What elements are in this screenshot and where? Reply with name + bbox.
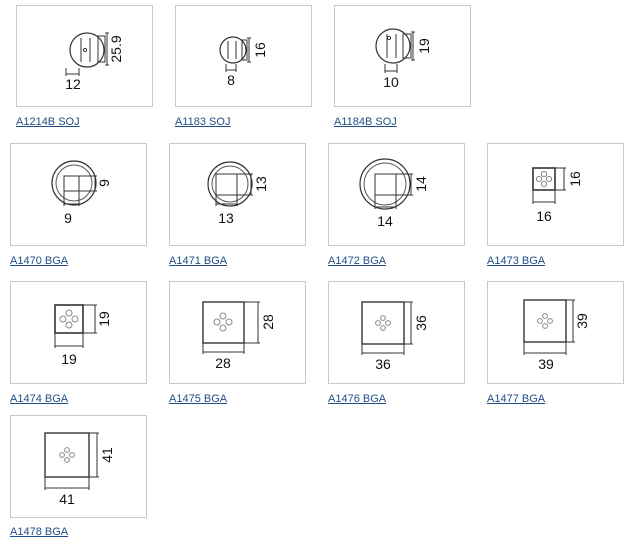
nozzle-diagram: 36 36 [361,301,429,372]
tip-link-a1471[interactable]: A1471 BGA [169,255,228,267]
height-dim: 39 [574,313,590,329]
tip-card: 41 41 A1478 BGA [10,415,147,542]
height-dim: 36 [413,315,429,331]
tip-card: 16 8 A1183 SOJ [175,5,312,135]
tip-drawing: 16 8 [175,5,312,107]
tip-link-a1472[interactable]: A1472 BGA [328,255,387,267]
height-dim: 41 [99,447,115,463]
nozzle-diagram: 28 28 [202,301,276,371]
tip-card: 36 36 A1476 BGA [328,281,465,411]
tip-card: 9 9 A1470 BGA [10,143,147,273]
tip-card: 19 10 A1184B SOJ [334,5,471,135]
height-dim: 19 [416,38,432,54]
nozzle-diagram: 14 14 [359,158,429,229]
height-dim: 19 [96,311,112,327]
tip-drawing: 25.9 12 [16,5,153,107]
tip-card: 19 19 A1474 BGA [10,281,147,411]
tip-drawing: 41 41 [10,415,147,518]
width-dim: 9 [64,210,72,226]
tip-link-a1473[interactable]: A1473 BGA [487,255,546,267]
nozzle-diagram: 9 9 [51,160,112,226]
tip-link-a1478[interactable]: A1478 BGA [10,526,69,538]
tip-card: 16 16 A1473 BGA [487,143,624,273]
tip-card: 13 13 A1471 BGA [169,143,306,273]
tip-drawing: 28 28 [169,281,306,384]
nozzle-diagram: 19 19 [54,304,112,367]
height-dim: 9 [96,179,112,187]
nozzle-diagram: 19 10 [375,28,432,90]
nozzle-diagram: 16 16 [532,167,583,224]
width-dim: 14 [377,213,393,229]
width-dim: 10 [383,74,399,90]
height-dim: 14 [413,176,429,192]
width-dim: 19 [61,351,77,367]
tip-drawing: 13 13 [169,143,306,246]
nozzle-diagram: 13 13 [207,161,269,226]
tip-link-a1470[interactable]: A1470 BGA [10,255,69,267]
tip-link-a1183[interactable]: A1183 SOJ [175,116,231,128]
tip-link-a1474[interactable]: A1474 BGA [10,393,69,405]
height-dim: 16 [252,42,268,58]
tip-card: 14 14 A1472 BGA [328,143,465,273]
nozzle-diagram: 25.9 12 [65,32,124,92]
tip-link-a1475[interactable]: A1475 BGA [169,393,228,405]
tip-link-a1214b[interactable]: A1214B SOJ [16,116,80,128]
width-dim: 13 [218,210,234,226]
tip-drawing: 16 16 [487,143,624,246]
nozzle-diagram: 39 39 [523,299,590,372]
width-dim: 12 [65,76,81,92]
tip-link-a1476[interactable]: A1476 BGA [328,393,387,405]
width-dim: 16 [536,208,552,224]
width-dim: 28 [215,355,231,371]
width-dim: 41 [59,491,75,507]
tip-drawing: 19 19 [10,281,147,384]
tip-card: 39 39 A1477 BGA [487,281,624,411]
tip-drawing: 36 36 [328,281,465,384]
tip-link-a1184b[interactable]: A1184B SOJ [334,116,397,128]
width-dim: 8 [227,72,235,88]
width-dim: 36 [375,356,391,372]
tip-drawing: 14 14 [328,143,465,246]
width-dim: 39 [538,356,554,372]
height-dim: 25.9 [108,35,124,62]
nozzle-diagram: 16 8 [219,36,268,88]
height-dim: 28 [260,314,276,330]
nozzle-diagram: 41 41 [44,432,115,507]
height-dim: 16 [567,171,583,187]
tip-drawing: 39 39 [487,281,624,384]
tip-drawing: 19 10 [334,5,471,107]
tip-card: 25.9 12 A1214B SOJ [16,5,153,135]
tip-link-a1477[interactable]: A1477 BGA [487,393,546,405]
height-dim: 13 [253,176,269,192]
tip-drawing: 9 9 [10,143,147,246]
tip-card: 28 28 A1475 BGA [169,281,306,411]
